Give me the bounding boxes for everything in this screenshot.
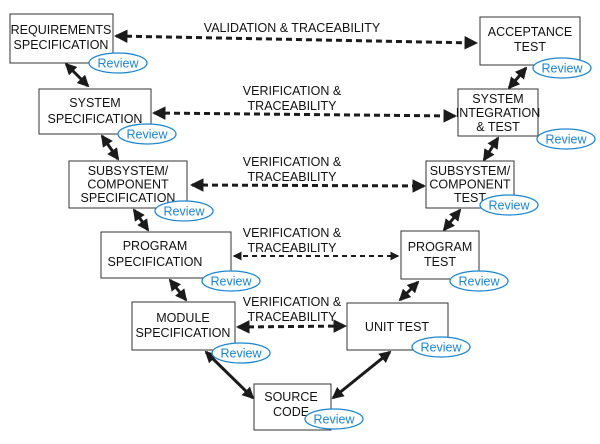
label-line: SPECIFICATION <box>48 112 143 126</box>
label-line: INTEGRATION <box>456 106 541 120</box>
svg-text:Review: Review <box>546 133 588 147</box>
label-line: TRACEABILITY <box>248 310 338 324</box>
label-line: MODULE <box>156 311 209 325</box>
review-badge-source-code[interactable]: Review <box>304 408 364 430</box>
label-line: COMPONENT <box>429 178 511 192</box>
review-badge-subsystem-spec[interactable]: Review <box>154 200 214 222</box>
arrow-systemtest-acceptance <box>507 66 528 90</box>
label-line: SPECIFICATION <box>108 255 203 269</box>
review-badge-module-spec[interactable]: Review <box>211 342 271 364</box>
verification-label-program: VERIFICATION &TRACEABILITY <box>243 226 342 255</box>
system-spec-label: SYSTEM SPECIFICATION <box>48 96 143 126</box>
arrow-module-source <box>204 350 255 400</box>
review-badge-subsystem-test[interactable]: Review <box>479 194 539 216</box>
arrow-req-system <box>64 62 90 88</box>
label-line: TEST <box>514 40 546 54</box>
svg-text:Review: Review <box>421 341 463 355</box>
label-line: TEST <box>454 191 486 205</box>
label-line: VERIFICATION & <box>243 226 342 240</box>
verification-label-system: VERIFICATION &TRACEABILITY <box>243 84 342 113</box>
label-line: COMPONENT <box>87 178 169 192</box>
arrow-programtest-subsystemtest <box>442 208 462 232</box>
svg-text:Review: Review <box>542 62 584 76</box>
svg-text:Review: Review <box>459 275 501 289</box>
verification-label-module: VERIFICATION &TRACEABILITY <box>243 295 342 324</box>
label-line: TRACEABILITY <box>248 170 338 184</box>
label-line: PROGRAM <box>123 239 188 253</box>
arrow-unittest-programtest <box>398 280 420 302</box>
label-line: VERIFICATION & <box>243 295 342 309</box>
unit-test-label: UNIT TEST <box>365 320 429 334</box>
svg-text:Review: Review <box>127 128 169 142</box>
review-badge-requirements[interactable]: Review <box>88 52 148 74</box>
review-badge-acceptance[interactable]: Review <box>532 57 592 79</box>
label-line: SPECIFICATION <box>81 191 176 205</box>
label-line: TRACEABILITY <box>248 99 338 113</box>
arrow-verification-module <box>235 319 348 334</box>
label-line: SYSTEM <box>69 96 120 110</box>
label-line: & TEST <box>476 120 520 134</box>
label-line: SUBSYSTEM/ <box>88 164 169 178</box>
verification-label-subsystem: VERIFICATION &TRACEABILITY <box>243 155 342 184</box>
arrow-subsystemtest-systemtest <box>482 136 500 162</box>
review-badge-program-test[interactable]: Review <box>449 270 509 292</box>
svg-text:Review: Review <box>221 347 263 361</box>
arrow-verification-system <box>151 106 458 123</box>
arrow-system-subsystem <box>100 134 120 161</box>
review-badge-system-test[interactable]: Review <box>536 128 596 150</box>
label-line: VERIFICATION & <box>243 84 342 98</box>
program-spec-box: PROGRAM SPECIFICATION <box>100 231 232 279</box>
svg-text:Review: Review <box>314 413 356 427</box>
label-line: ACCEPTANCE <box>488 25 573 39</box>
svg-text:Review: Review <box>164 205 206 219</box>
label-line: VALIDATION & TRACEABILITY <box>204 21 381 35</box>
review-badge-system-spec[interactable]: Review <box>117 123 177 145</box>
svg-text:Review: Review <box>211 275 253 289</box>
arrow-verification-subsystem <box>189 178 427 193</box>
arrow-source-unittest <box>331 350 392 400</box>
svg-text:Review: Review <box>489 199 531 213</box>
arrow-validation <box>113 29 479 50</box>
svg-text:Review: Review <box>98 57 140 71</box>
review-badge-program-spec[interactable]: Review <box>201 270 261 292</box>
label-line: TEST <box>424 255 456 269</box>
label-line: SOURCE <box>264 390 317 404</box>
review-badge-unit-test[interactable]: Review <box>411 336 471 358</box>
label-line: TRACEABILITY <box>248 241 338 255</box>
label-line: SPECIFICATION <box>14 38 109 52</box>
label-line: SYSTEM <box>472 92 523 106</box>
label-line: SUBSYSTEM/ <box>430 164 511 178</box>
label-line: CODE <box>273 405 309 419</box>
validation-label: VALIDATION & TRACEABILITY <box>204 21 381 35</box>
label-line: VERIFICATION & <box>243 155 342 169</box>
label-line: REQUIREMENTS <box>11 23 112 37</box>
label-line: UNIT TEST <box>365 320 429 334</box>
arrow-program-module <box>168 278 188 302</box>
program-spec-label: PROGRAM SPECIFICATION <box>108 239 203 269</box>
label-line: SPECIFICATION <box>136 326 231 340</box>
label-line: PROGRAM <box>408 240 473 254</box>
arrow-subsystem-program <box>132 208 150 232</box>
